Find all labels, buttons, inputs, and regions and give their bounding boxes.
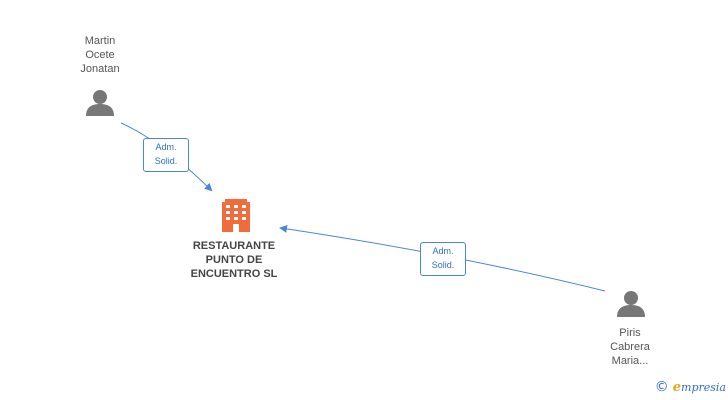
brand-footer: © empresia	[655, 379, 726, 395]
building-icon[interactable]	[222, 199, 250, 232]
brand-logo[interactable]: empresia	[673, 380, 726, 395]
company-name-line: PUNTO DE	[205, 254, 263, 266]
company-name-line: ENCUENTRO SL	[190, 268, 278, 280]
person-icon[interactable]	[617, 291, 645, 317]
relation-label-line: Adm.	[155, 142, 177, 152]
person-name-line: Maria...	[611, 355, 649, 367]
person-name-line: Ocete	[85, 49, 115, 61]
person-name-martin[interactable]: Martin Ocete Jonatan	[40, 34, 160, 76]
relation-label-p1[interactable]: Adm. Solid.	[143, 138, 189, 172]
relation-label-line: Adm.	[432, 246, 454, 256]
relation-label-line: Solid.	[431, 260, 455, 270]
company-name-line: RESTAURANTE	[192, 240, 276, 252]
person-name-piris[interactable]: Piris Cabrera Maria...	[570, 326, 690, 368]
copyright-icon: ©	[654, 379, 669, 395]
person-name-line: Jonatan	[80, 63, 120, 75]
person-icon[interactable]	[86, 90, 114, 116]
brand-rest: mpresia	[681, 380, 726, 394]
person-name-line: Cabrera	[610, 341, 650, 353]
person-name-line: Martin	[84, 35, 116, 47]
relation-label-line: Solid.	[154, 156, 178, 166]
company-name[interactable]: RESTAURANTE PUNTO DE ENCUENTRO SL	[159, 239, 309, 281]
brand-initial: e	[672, 379, 682, 395]
relation-label-p2[interactable]: Adm. Solid.	[420, 242, 466, 276]
person-name-line: Piris	[619, 327, 641, 339]
